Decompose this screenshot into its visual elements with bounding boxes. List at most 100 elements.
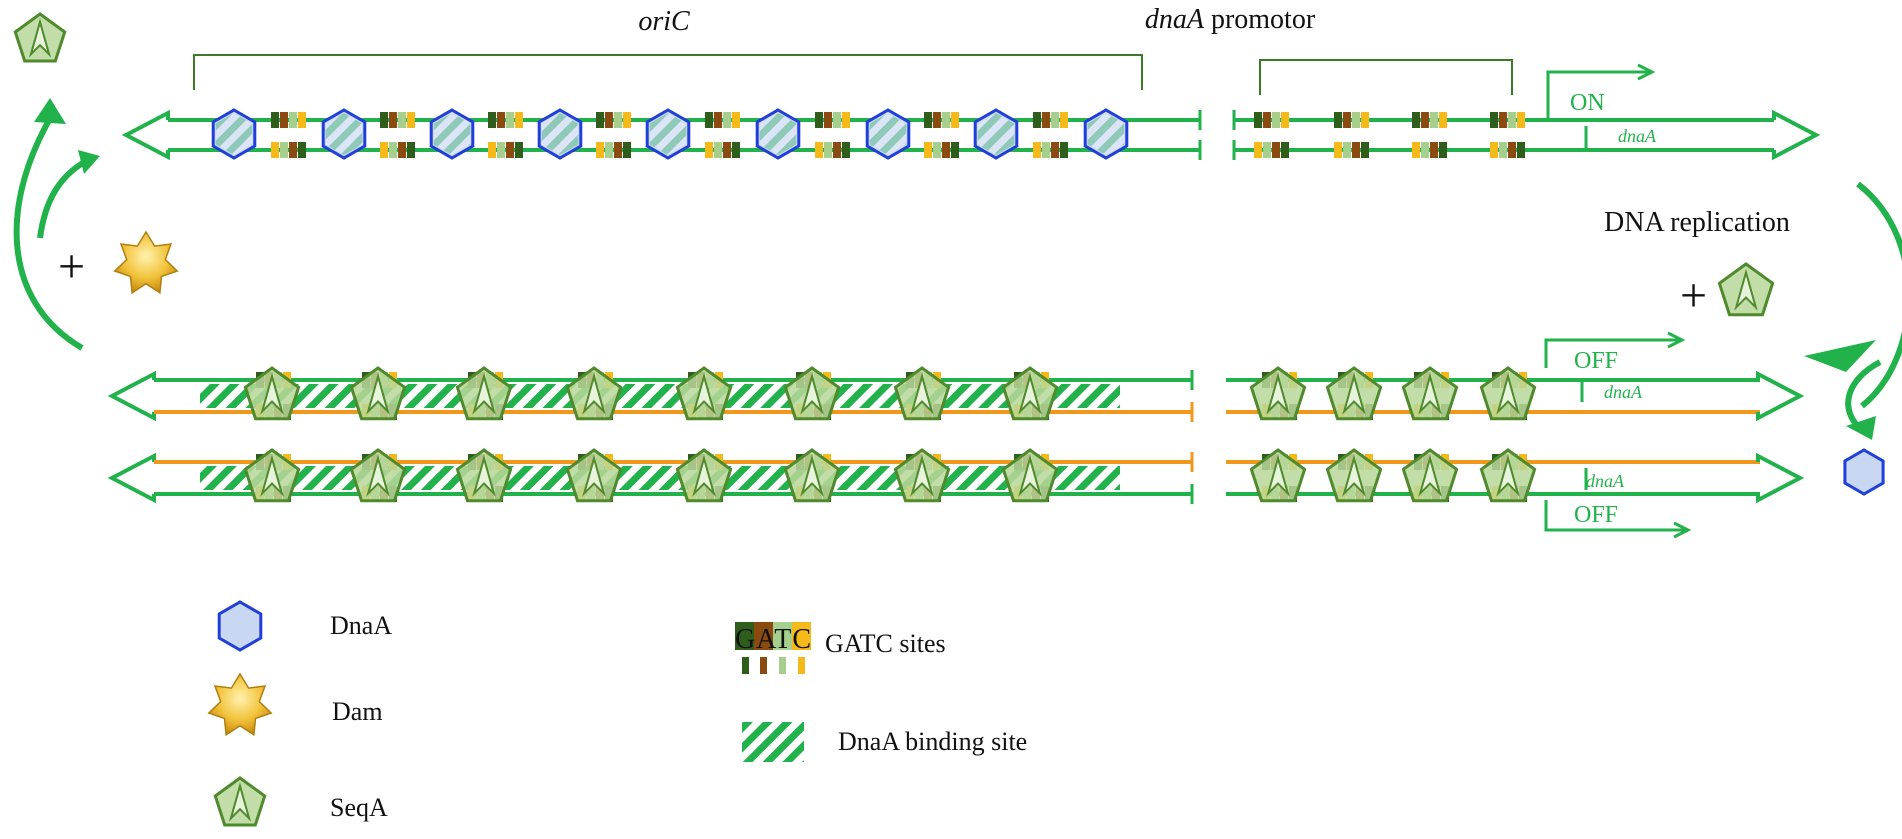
gatc-site <box>380 142 415 158</box>
gatc-site <box>1033 112 1068 128</box>
gatc-block <box>1439 142 1447 158</box>
gatc-block <box>933 112 941 128</box>
legend-gatc-label: GATC sites <box>825 629 946 658</box>
right-cycle-arrow <box>1856 181 1902 409</box>
seqa-shape <box>1717 262 1775 317</box>
dnaa-bound <box>537 108 583 160</box>
seqa-bound <box>565 448 623 503</box>
gatc-block <box>833 142 841 158</box>
gatc-block <box>732 142 740 158</box>
gatc-block <box>623 112 631 128</box>
seqa-fold <box>1496 454 1520 497</box>
gatc-block <box>596 142 604 158</box>
plus-left: + <box>58 240 85 293</box>
off-bottom-label: OFF <box>1574 502 1618 528</box>
gatc-block <box>298 142 306 158</box>
seqa-bound <box>1479 448 1537 503</box>
seqa-fold <box>228 782 252 822</box>
seqa-shape <box>213 776 267 827</box>
promoter-label: dnaA promotor <box>1145 4 1316 35</box>
gatc-block <box>705 112 713 128</box>
oric-bracket <box>193 54 1143 90</box>
dnaa-binding-site-region <box>200 466 1120 490</box>
seqa-bound <box>1001 448 1059 503</box>
promoter-label-gene: dnaA <box>1145 4 1205 35</box>
gatc-block <box>1060 112 1068 128</box>
gatc-block <box>1352 142 1360 158</box>
gatc-block <box>614 142 622 158</box>
gatc-block <box>942 112 950 128</box>
gatc-site <box>815 142 850 158</box>
legend-gatc-word: GATC <box>735 624 811 655</box>
seqa-fold <box>28 18 52 58</box>
dna-rows <box>107 108 1821 504</box>
gatc-block <box>488 112 496 128</box>
gatc-block <box>933 142 941 158</box>
gatc-block <box>1334 112 1342 128</box>
gene-label-bottom: dnaA <box>1586 471 1625 491</box>
gatc-block <box>1499 142 1507 158</box>
gatc-block <box>1412 142 1420 158</box>
gatc-block <box>596 112 604 128</box>
gatc-block <box>924 142 932 158</box>
gatc-block <box>398 142 406 158</box>
dam-icon <box>113 230 179 295</box>
gatc-block <box>732 112 740 128</box>
legend-dnaa-label: DnaA <box>330 611 392 640</box>
dam-star-icon <box>113 230 179 295</box>
dnaa-bound <box>973 108 1019 160</box>
seqa-bound <box>1001 366 1059 421</box>
on-transcription-arrow <box>1546 63 1656 122</box>
gatc-block <box>1343 112 1351 128</box>
gatc-site <box>488 112 523 128</box>
seqa-fold <box>1418 454 1442 497</box>
seqa-bound <box>675 366 733 421</box>
gatc-site <box>1334 142 1369 158</box>
gatc-block <box>488 142 496 158</box>
gatc-block <box>389 112 397 128</box>
gatc-block <box>271 142 279 158</box>
seqa-bound <box>455 448 513 503</box>
seqa-fold <box>1496 372 1520 415</box>
gatc-block <box>1412 112 1420 128</box>
gatc-block <box>407 142 415 158</box>
gatc-block <box>924 112 932 128</box>
left-cycle-arrow <box>13 108 84 351</box>
on-label: ON <box>1570 90 1605 116</box>
gatc-block <box>714 142 722 158</box>
gatc-block <box>1033 142 1041 158</box>
seqa-bound <box>349 366 407 421</box>
seqa-fold <box>582 454 606 497</box>
gatc-site <box>705 142 740 158</box>
duplex-arrow-left <box>121 109 170 161</box>
seqa-bound <box>893 366 951 421</box>
left-cycle-arrowhead <box>34 98 66 124</box>
gatc-block <box>1421 112 1429 128</box>
plus-right: + <box>1680 269 1707 322</box>
legend-seqa-icon <box>213 776 267 827</box>
seqa-fold <box>1342 372 1366 415</box>
gatc-block <box>497 142 505 158</box>
seqa-fold <box>1266 372 1290 415</box>
gatc-block <box>1490 112 1498 128</box>
gatc-block <box>289 112 297 128</box>
dnaa-hexagon-icon <box>217 600 263 652</box>
gatc-block <box>497 112 505 128</box>
gatc-block <box>1051 142 1059 158</box>
gatc-block <box>824 112 832 128</box>
gatc-block <box>271 112 279 128</box>
gatc-site <box>1254 112 1289 128</box>
seqa-fold <box>910 454 934 497</box>
gatc-block <box>1281 112 1289 128</box>
gatc-site <box>380 112 415 128</box>
duplex-arrow-right <box>1756 370 1805 422</box>
seqa-bound <box>893 448 951 503</box>
seqa-fold <box>366 454 390 497</box>
legend-dnaa-icon <box>217 600 263 652</box>
gatc-site <box>924 142 959 158</box>
dnaa-hexagon-hatch <box>869 113 907 155</box>
gatc-block <box>951 112 959 128</box>
dnaa-bound <box>645 108 691 160</box>
seqa-bound <box>1249 448 1307 503</box>
